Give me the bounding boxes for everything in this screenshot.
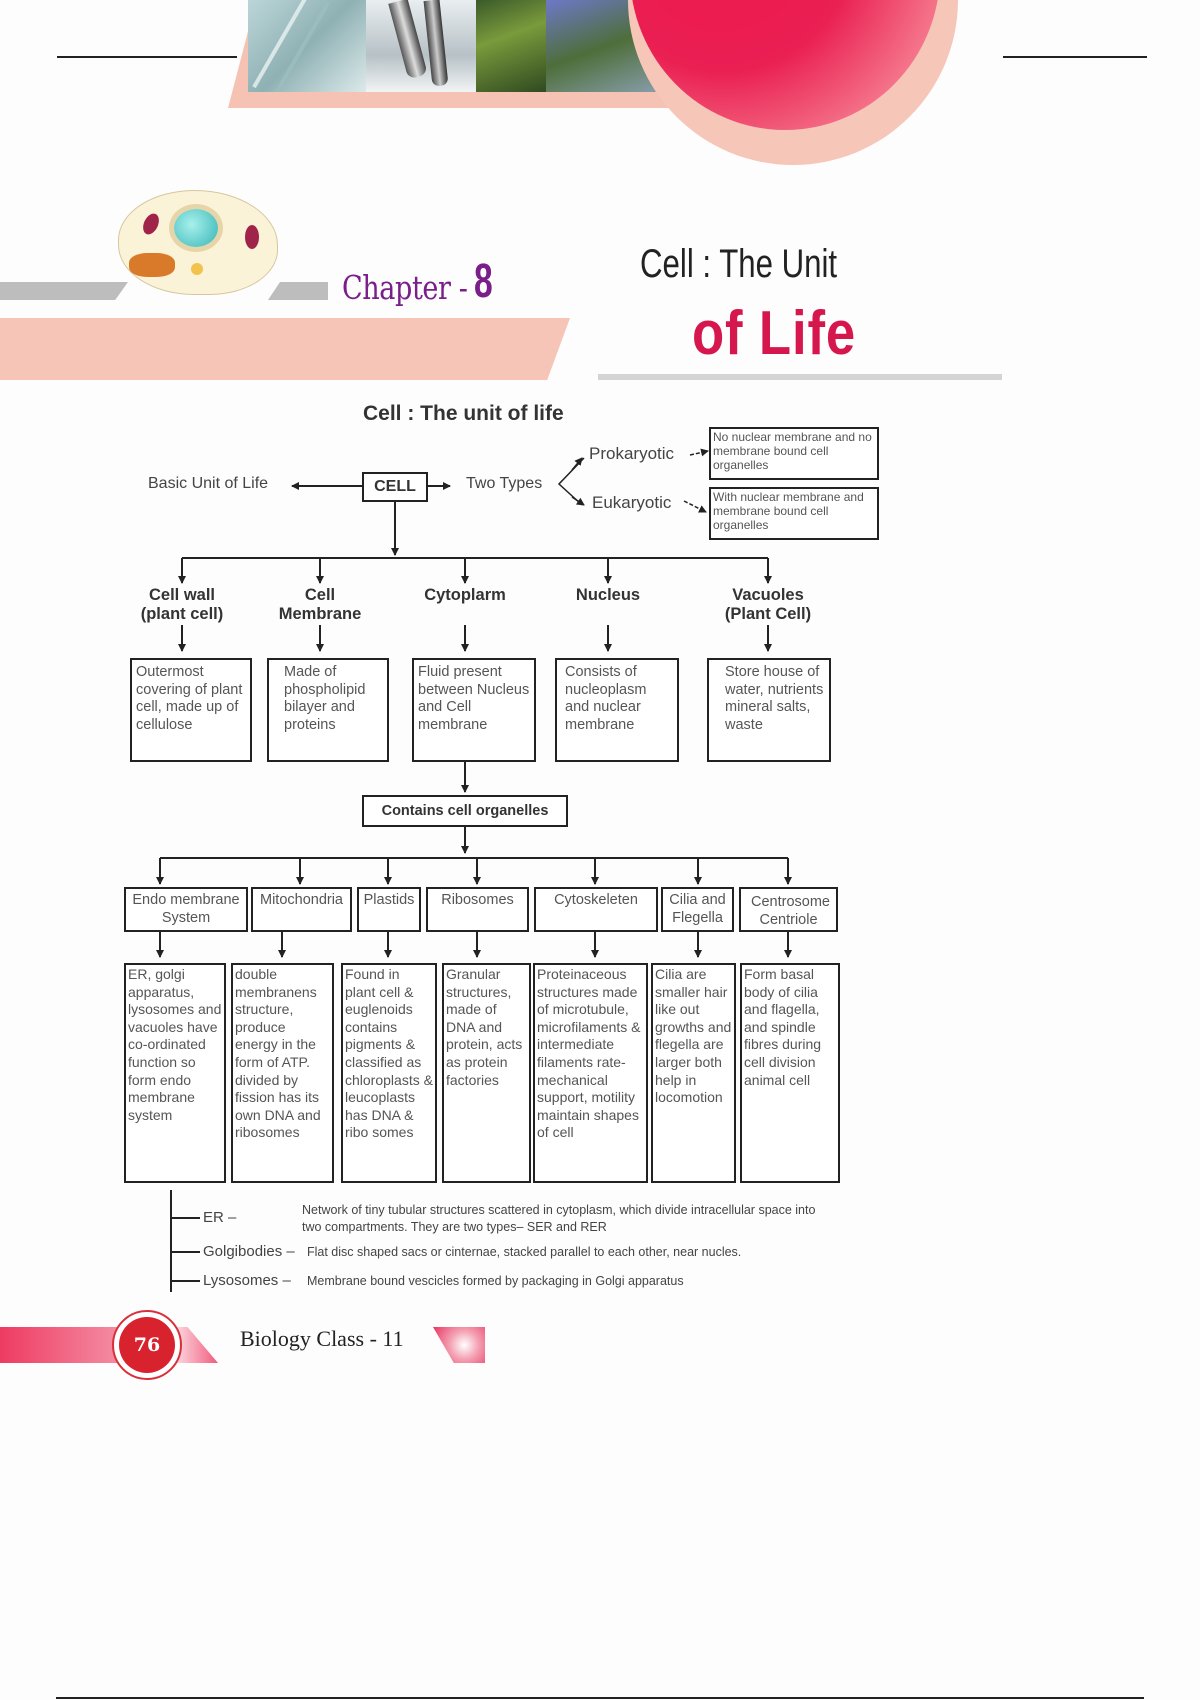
- note-def-golgi: Flat disc shaped sacs or cinternae, stac…: [307, 1245, 742, 1259]
- note-label-er: ER –: [203, 1209, 237, 1226]
- chapter-label: Chapter -: [342, 268, 468, 307]
- centrosome-description: Form basal body of cilia and flagella, a…: [740, 963, 840, 1183]
- component-heading-line: Cell: [304, 586, 336, 604]
- plant-photo: [476, 0, 546, 92]
- footer-band-right: [433, 1327, 485, 1363]
- component-heading-line: Vacuoles: [732, 586, 804, 604]
- cilia-flagella-description: Cilia are smaller hair like out growths …: [651, 963, 736, 1183]
- component-cytoplasm: Cytoplarm: [405, 586, 525, 605]
- organelle-mitochondria: Mitochondria: [251, 887, 352, 932]
- header-rule-right: [1003, 56, 1147, 58]
- chapter-title-line1: Cell : The Unit: [640, 242, 838, 286]
- diagram-title: Cell : The unit of life: [363, 402, 564, 425]
- cytoskeleton-description: Proteinaceous structures made of microtu…: [533, 963, 648, 1183]
- note-def-er: Network of tiny tubular structures scatt…: [302, 1203, 816, 1234]
- nucleus-description: Consists of nucleoplasm and nuclear memb…: [555, 658, 679, 762]
- page-number: 76: [119, 1317, 175, 1373]
- prokaryotic-label: Prokaryotic: [589, 444, 675, 463]
- organelle-cilia-flagella: Cilia and Flegella: [661, 887, 734, 932]
- title-underline: [598, 374, 1002, 380]
- header-banner-image: [248, 0, 668, 92]
- nucleus-icon: [174, 209, 218, 247]
- organelle-ribosomes: Ribosomes: [426, 887, 529, 932]
- component-vacuoles: Vacuoles (Plant Cell): [708, 586, 828, 624]
- component-heading-line: Cytoplarm: [424, 586, 506, 604]
- component-heading-line: (Plant Cell): [724, 605, 812, 623]
- note-def-lysosomes: Membrane bound vescicles formed by packa…: [307, 1274, 684, 1288]
- note-label-lysosomes: Lysosomes –: [203, 1272, 291, 1289]
- prokaryotic-description: No nuclear membrane and no membrane boun…: [709, 427, 879, 480]
- lysosome-icon: [191, 263, 203, 275]
- cell-membrane-description: Made of phospholipid bilayer and protein…: [267, 658, 389, 762]
- cell-node: CELL: [362, 472, 428, 502]
- organelle-cytoskeleton: Cytoskeleten: [534, 887, 658, 932]
- basic-unit-label: Basic Unit of Life: [148, 475, 269, 492]
- plastids-description: Found in plant cell & euglenoids contain…: [341, 963, 437, 1183]
- note-label-golgi: Golgibodies –: [203, 1243, 295, 1260]
- component-heading-line: Cell wall: [148, 586, 216, 604]
- bottom-rule: [56, 1697, 1144, 1699]
- endomembrane-description: ER, golgi apparatus, lysosomes and vacuo…: [124, 963, 226, 1183]
- cytoplasm-description: Fluid present between Nucleus and Cell m…: [412, 658, 536, 762]
- gray-strip-left: [0, 282, 128, 300]
- component-cell-wall: Cell wall (plant cell): [122, 586, 242, 624]
- contains-organelles-node: Contains cell organelles: [362, 795, 568, 827]
- two-types-label: Two Types: [466, 475, 543, 492]
- eukaryotic-label: Eukaryotic: [592, 493, 672, 512]
- book-title: Biology Class - 11: [240, 1326, 404, 1351]
- component-heading-line: (plant cell): [140, 605, 224, 623]
- component-cell-membrane: Cell Membrane: [260, 586, 380, 624]
- organelle-endomembrane: Endo membrane System: [124, 887, 248, 932]
- chapter-pink-band: [0, 318, 570, 380]
- dna-helix-icon: [252, 0, 330, 92]
- ribosomes-description: Granular structures, made of DNA and pro…: [442, 963, 531, 1183]
- footer-band-left: [0, 1327, 218, 1363]
- eukaryotic-description: With nuclear membrane and membrane bound…: [709, 487, 879, 540]
- organelle-plastids: Plastids: [357, 887, 421, 932]
- page-number-badge: 76: [112, 1310, 182, 1380]
- header-rule-left: [57, 56, 237, 58]
- component-nucleus: Nucleus: [548, 586, 668, 605]
- vacuoles-description: Store house of water, nutrients mineral …: [707, 658, 831, 762]
- gray-strip-mid: [268, 282, 328, 300]
- animal-cell-illustration: [118, 190, 278, 295]
- chapter-number: 8: [474, 255, 493, 308]
- mitochondria-description: double membranens structure, produce ene…: [231, 963, 334, 1183]
- mitochondria-icon: [140, 211, 162, 237]
- golgi-icon: [129, 253, 175, 277]
- organelle-centrosome: Centrosome Centriole: [739, 887, 838, 932]
- mitochondria-icon: [245, 225, 259, 249]
- chapter-title-line2: of Life: [692, 299, 857, 368]
- component-heading-line: Nucleus: [575, 586, 641, 604]
- component-heading-line: Membrane: [278, 605, 362, 623]
- cell-wall-description: Outermost covering of plant cell, made u…: [130, 658, 252, 762]
